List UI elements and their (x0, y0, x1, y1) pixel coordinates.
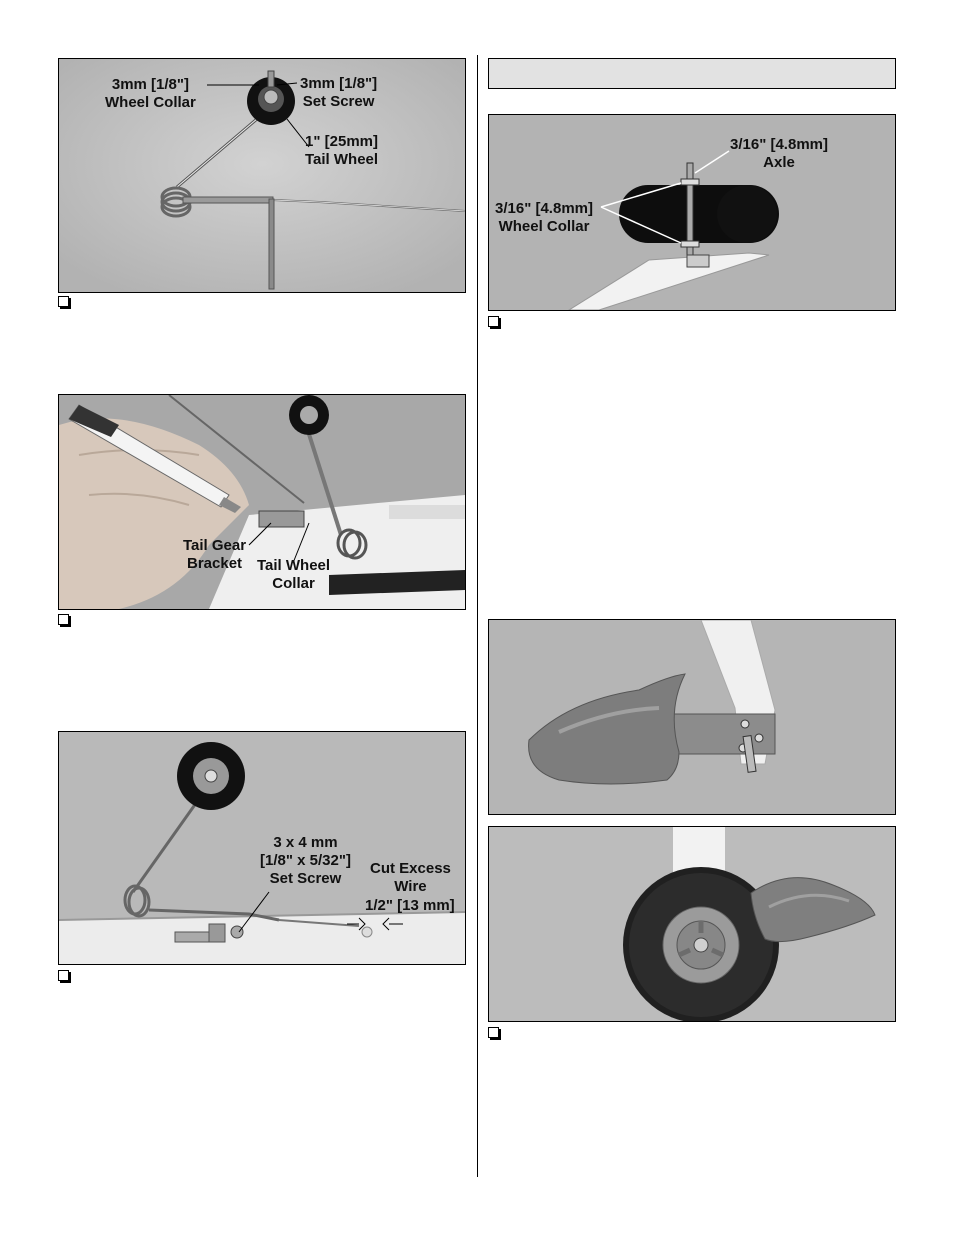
checkbox-step-4[interactable] (488, 316, 499, 327)
checkbox-step-5[interactable] (488, 1027, 499, 1038)
checkbox-step-1[interactable] (58, 296, 69, 307)
callout-axle: 3/16" [4.8mm] Axle (730, 136, 828, 171)
checkbox-step-2[interactable] (58, 614, 69, 625)
column-divider (477, 55, 478, 1177)
callout-cut-excess-wire: Cut Excess Wire (370, 860, 451, 895)
photo-tail-wheel-assembly: 3mm [1/8"] Wheel Collar 3mm [1/8"] Set S… (58, 58, 466, 293)
photo-main-wheel-axle: 3/16" [4.8mm] Axle 3/16" [4.8mm] Wheel C… (488, 114, 896, 311)
section-header-bar (488, 58, 896, 89)
callout-tail-gear-bracket: Tail Gear Bracket (183, 537, 247, 572)
callout-wheel-collar: 3mm [1/8"] Wheel Collar (105, 76, 196, 111)
photo-mark-bracket: Tail Gear Bracket Tail Wheel Collar (58, 394, 466, 610)
photo-wheel-pant-illustration (489, 620, 895, 814)
photo-tail-wheel-illustration (59, 59, 465, 292)
callout-set-screw: 3mm [1/8"] Set Screw (300, 75, 378, 110)
photo-wheel-pant-wheel-illustration (489, 827, 895, 1021)
photo-wheel-pant-side (488, 619, 896, 815)
photo-wheel-pant-with-wheel (488, 826, 896, 1022)
callout-tail-wheel-collar: Tail Wheel Collar (257, 557, 331, 592)
callout-tail-wheel: 1" [25mm] Tail Wheel (305, 133, 379, 168)
photo-set-screw-illustration (59, 732, 465, 964)
photo-set-screw-installed: 3 x 4 mm [1/8" x 5/32"] Set Screw Cut Ex… (58, 731, 466, 965)
photo-main-wheel-illustration (489, 115, 895, 310)
callout-measure: 1/2" [13 mm] (365, 897, 455, 914)
callout-main-wheel-collar: 3/16" [4.8mm] Wheel Collar (495, 200, 593, 235)
checkbox-step-3[interactable] (58, 970, 69, 981)
callout-set-screw-size: 3 x 4 mm [1/8" x 5/32"] Set Screw (260, 834, 351, 887)
photo-mark-bracket-illustration (59, 395, 465, 609)
